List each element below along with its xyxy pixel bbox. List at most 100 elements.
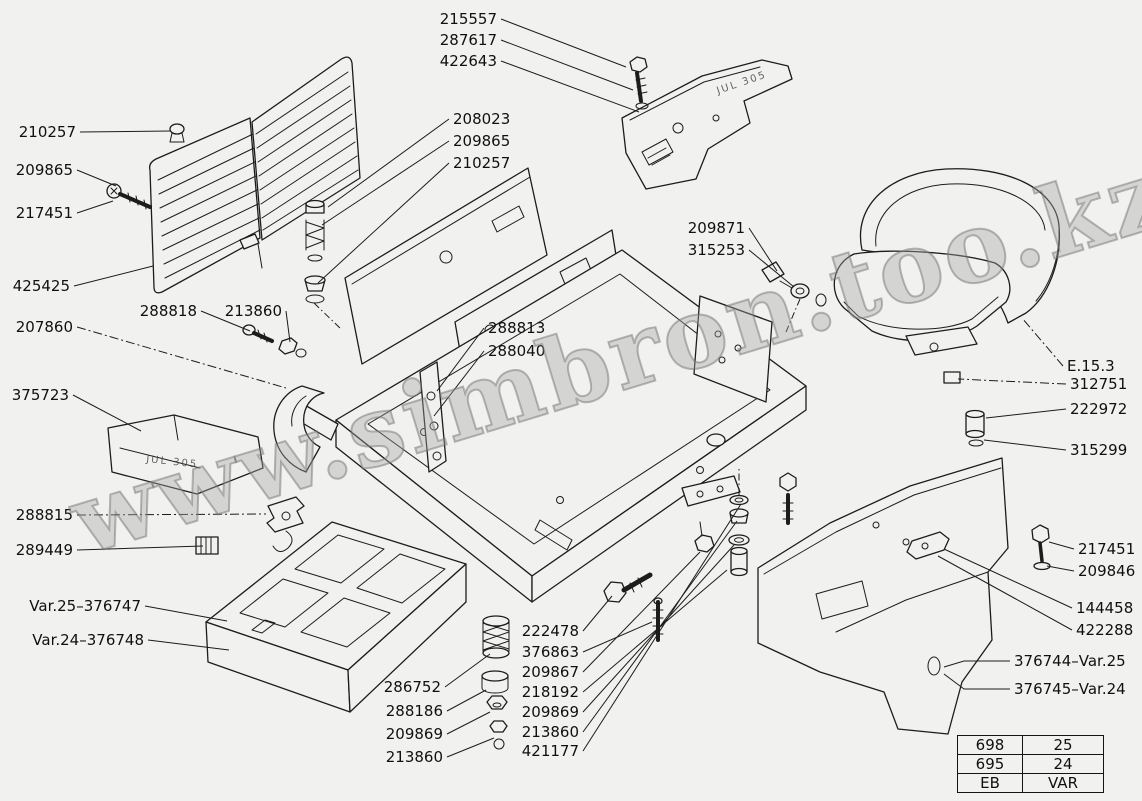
valve-fittings (761, 261, 827, 307)
part-callout: 422288 (1076, 621, 1133, 639)
grille-panels (148, 56, 361, 294)
part-callout: 218192 (522, 683, 579, 701)
leader-line (327, 118, 450, 208)
leader-line (582, 503, 742, 752)
part-callout: 315299 (1070, 441, 1127, 459)
part-callout: 213860 (522, 723, 579, 741)
plate-bolt (629, 56, 649, 110)
part-callout: 213860 (386, 748, 443, 766)
part-callout: 315253 (688, 241, 745, 259)
part-callout: 289449 (16, 541, 73, 559)
leader-line (943, 673, 1010, 690)
leader-line (76, 545, 204, 551)
leader-line (321, 140, 450, 226)
part-callout: E.15.3 (1067, 357, 1115, 375)
leader-line (582, 551, 701, 673)
part-callout: 288818 (140, 302, 197, 320)
part-callout: 288815 (16, 506, 73, 524)
part-callout: 208023 (453, 110, 510, 128)
bushing (965, 409, 985, 447)
leader-line (1046, 565, 1075, 572)
leader-line (446, 711, 491, 735)
part-callout: 213860 (225, 302, 282, 320)
part-callout: 210257 (19, 123, 76, 141)
leader-line (983, 439, 1067, 451)
leader-line (582, 520, 738, 733)
leader-line (444, 653, 491, 688)
part-callout: 217451 (1078, 540, 1135, 558)
leader-line (943, 548, 1073, 609)
leader-line (500, 18, 627, 68)
part-callout: 215557 (440, 10, 497, 28)
leader-line (433, 350, 485, 417)
leader-line (76, 513, 267, 516)
part-callout: 375723 (12, 386, 69, 404)
right-bolt (1031, 524, 1051, 571)
part-callout: 376745–Var.24 (1014, 680, 1126, 698)
part-callout: 209867 (522, 663, 579, 681)
part-callout: 207860 (16, 318, 73, 336)
part-callout: 209871 (688, 219, 745, 237)
bottom-hardware (603, 472, 797, 642)
callouts-layer: 215557 287617 422643 210257 209865 217451 4254… (12, 10, 1136, 766)
leader-line (76, 326, 287, 389)
leader-line (943, 660, 1010, 668)
leader-line (76, 169, 117, 187)
part-callout: 286752 (384, 678, 441, 696)
reference-table-cell: VAR (1022, 773, 1104, 793)
part-callout: 288040 (488, 342, 545, 360)
leader-line (147, 639, 230, 651)
cover-plate-left: JUL 305 (107, 414, 264, 495)
part-callout: 425425 (13, 277, 70, 295)
leader-line (446, 737, 495, 758)
clamp-bracket (266, 496, 305, 552)
reference-table-cell: 698 (957, 735, 1023, 755)
part-callout: 287617 (440, 31, 497, 49)
leader-line (582, 569, 728, 693)
assembly-axes (313, 298, 801, 495)
leader-line (1048, 541, 1075, 550)
main-frame (288, 167, 807, 603)
leader-line (985, 408, 1067, 419)
leader-line (937, 555, 1073, 631)
leader-line (748, 249, 795, 288)
leader-line (957, 378, 1067, 385)
insulator-stack (304, 199, 326, 304)
part-callout: 422643 (440, 52, 497, 70)
leader-line (500, 60, 640, 113)
front-screw (106, 183, 152, 210)
grille-bolt (169, 123, 185, 143)
leader-line (285, 310, 291, 343)
spring-stack (481, 615, 510, 750)
leader-line (436, 327, 485, 392)
leader-line (73, 265, 154, 287)
part-callout: 217451 (16, 204, 73, 222)
reference-table-cell: 695 (957, 754, 1023, 774)
part-callout: 222972 (1070, 400, 1127, 418)
right-console (757, 457, 1009, 735)
part-callout: Var.25–376747 (29, 597, 141, 615)
arch-bracket (273, 385, 325, 473)
leader-line (446, 689, 487, 712)
part-callout: 421177 (522, 742, 579, 760)
leader-line (582, 595, 613, 632)
leader-line (1021, 317, 1064, 367)
seat (833, 168, 1061, 384)
part-callout: 209865 (453, 132, 510, 150)
part-callout: 222478 (522, 622, 579, 640)
reference-table-cell: 24 (1022, 754, 1104, 774)
reference-table-cell: 25 (1022, 735, 1104, 755)
channel-strip (419, 361, 447, 473)
leader-line (76, 200, 114, 214)
leader-line (79, 130, 172, 133)
part-callout: 209869 (386, 725, 443, 743)
leader-line (200, 310, 251, 332)
battery-tray (205, 521, 467, 713)
